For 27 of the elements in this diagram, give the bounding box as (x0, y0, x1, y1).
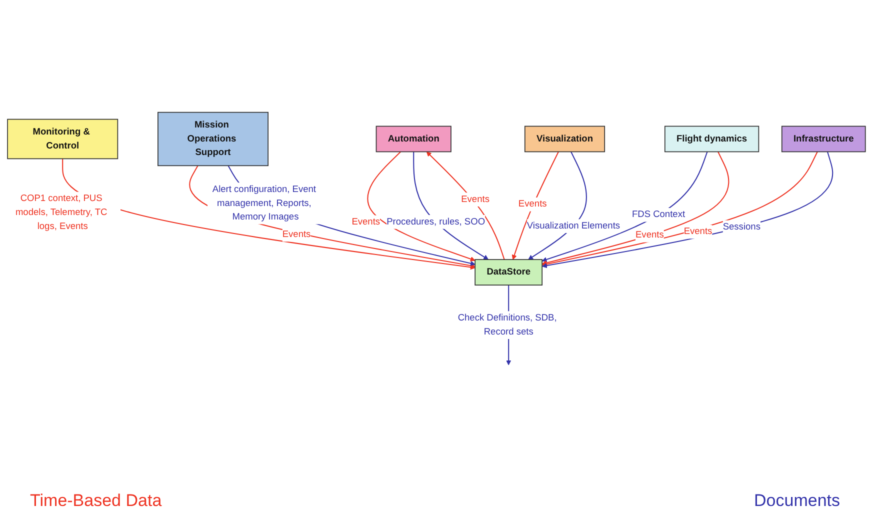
edge-label: Visualization Elements (526, 220, 620, 231)
edge-label: Sessions (722, 222, 760, 232)
arrow (512, 152, 559, 260)
edge-label: Alert configuration, Event management, Reports, Memory Images (212, 184, 316, 222)
edge-label: Events (518, 199, 547, 210)
node-box: Automation (376, 126, 452, 152)
legend-text: Time-Based Data (30, 491, 162, 511)
node-box: Flight dynamics (664, 126, 760, 152)
node-box: Visualization (524, 126, 606, 152)
arrow (62, 158, 476, 270)
edge-label: Events (635, 230, 664, 240)
node-box: Mission Operations Support (158, 112, 268, 166)
edge-label: COP1 context, PUS models, Telemetry, TC logs, Events (15, 193, 108, 232)
node-box: Monitoring & Control (7, 118, 118, 160)
edge-label: Events (282, 230, 311, 240)
edge-label: Procedures, rules, SOO (386, 216, 486, 227)
edge-label: FDS Context (632, 210, 686, 220)
node-box: Infrastructure (781, 126, 866, 152)
edge-label: Events (461, 194, 490, 204)
edge-label: Check Definitions, SDB, Record sets (458, 312, 557, 337)
arrow (228, 165, 476, 266)
legend-text: Documents (754, 491, 840, 511)
edge-label: Events (352, 216, 380, 227)
edge-label: Events (684, 226, 712, 236)
node-box: DataStore (474, 259, 543, 286)
arrow (426, 152, 505, 260)
arrow (367, 151, 476, 262)
